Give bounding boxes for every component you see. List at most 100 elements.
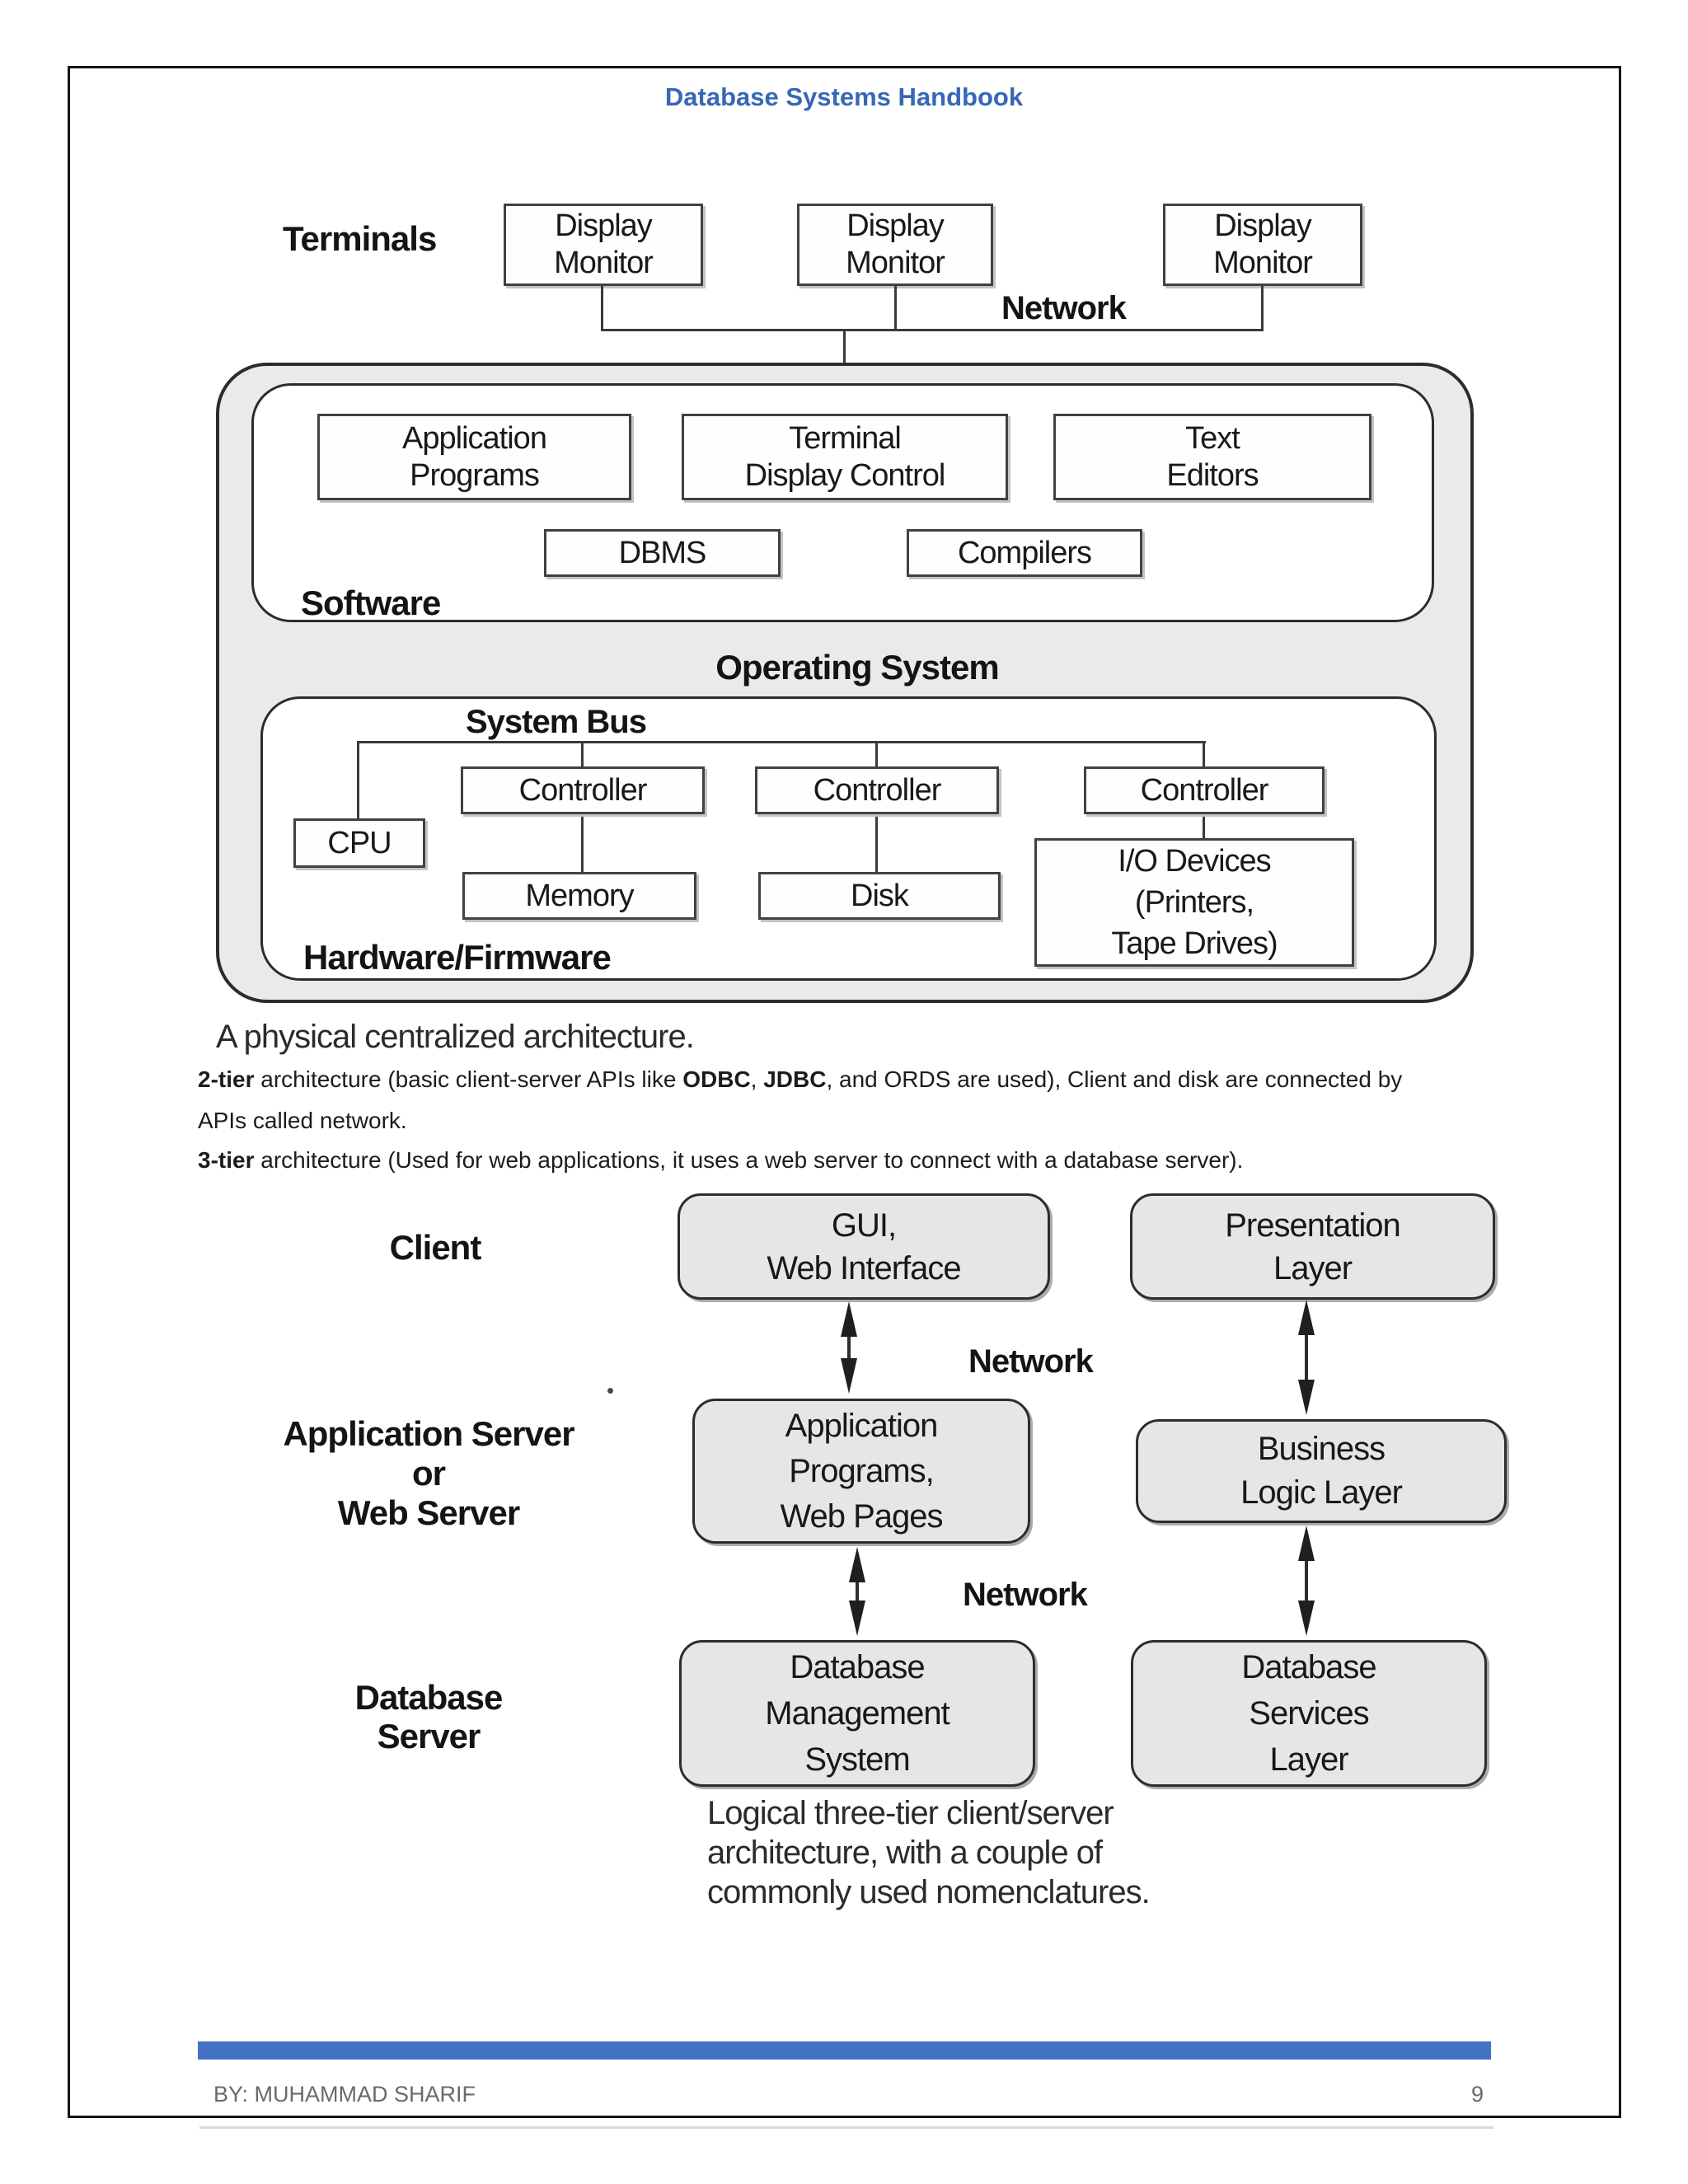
display-monitor-box: Display Monitor	[504, 204, 703, 286]
diagram2-caption-line: Logical three-tier client/server	[707, 1795, 1114, 1831]
gui-web-interface-box: GUI, Web Interface	[678, 1193, 1050, 1300]
software-label: Software	[301, 583, 441, 622]
application-programs-label: Application	[402, 420, 547, 456]
network-double-arrow	[841, 1301, 857, 1394]
disk-label: Disk	[851, 878, 909, 913]
application-programs-label: Programs	[410, 457, 540, 493]
application-programs-web-pages-label: Web Pages	[780, 1497, 943, 1535]
paragraph-text: architecture (Used for web applications,…	[254, 1147, 1244, 1173]
text-editors-label: Text	[1185, 420, 1240, 456]
system-bus-label: System Bus	[466, 704, 647, 740]
bold-term: ODBC	[682, 1066, 751, 1092]
stray-mark	[607, 1388, 613, 1394]
gui-web-interface-label: Web Interface	[767, 1249, 961, 1286]
controller-box: Controller	[461, 766, 705, 814]
bold-term: 2-tier	[198, 1066, 255, 1092]
controller-label: Controller	[813, 772, 942, 808]
database-management-system-box: Database Management System	[679, 1640, 1035, 1787]
diagram2-caption-line: commonly used nomenclatures.	[707, 1874, 1151, 1910]
diagram2-caption: Logical three-tier client/server archite…	[707, 1793, 1151, 1912]
page-border	[68, 66, 1621, 2118]
display-monitor-label: Display	[555, 209, 653, 243]
display-monitor-label: Monitor	[1213, 246, 1313, 280]
controller-label: Controller	[518, 772, 648, 808]
io-devices-label: I/O Devices	[1118, 844, 1271, 879]
network-bus-line	[601, 329, 1264, 331]
application-programs-box: Application Programs	[317, 414, 631, 500]
terminal-display-control-label: Display Control	[744, 457, 946, 493]
connector-line	[581, 814, 584, 872]
hardware-firmware-label: Hardware/Firmware	[303, 938, 612, 977]
terminals-label: Terminals	[283, 219, 437, 258]
presentation-layer-label: Presentation	[1225, 1207, 1401, 1244]
connector-line	[875, 814, 878, 872]
business-logic-layer-label: Business	[1257, 1431, 1386, 1467]
network-double-arrow	[1298, 1526, 1315, 1636]
controller-label: Controller	[1140, 772, 1269, 808]
application-server-label-line: or	[412, 1454, 446, 1493]
network-label: Network	[1001, 290, 1127, 326]
bold-term: JDBC	[763, 1066, 827, 1092]
application-programs-web-pages-label: Programs,	[789, 1452, 934, 1489]
database-server-label-line: Database	[354, 1678, 504, 1717]
paragraph-text: architecture (basic client-server APIs l…	[254, 1066, 683, 1092]
database-management-system-label: Management	[765, 1695, 950, 1732]
dbms-label: DBMS	[618, 535, 707, 570]
bold-term: 3-tier	[198, 1147, 255, 1173]
database-server-label: Database Server	[305, 1678, 552, 1755]
io-devices-label: Tape Drives)	[1111, 926, 1278, 961]
database-services-layer-box: Database Services Layer	[1131, 1640, 1487, 1787]
tier-paragraph-line3: 3-tier architecture (Used for web applic…	[198, 1147, 1243, 1174]
connector-line	[601, 286, 603, 329]
system-bus-line	[357, 741, 1206, 743]
memory-label: Memory	[525, 878, 634, 913]
application-server-label-line: Web Server	[337, 1493, 520, 1532]
operating-system-label: Operating System	[715, 648, 999, 687]
compilers-box: Compilers	[907, 529, 1142, 577]
connector-line	[894, 286, 897, 329]
controller-box: Controller	[1084, 766, 1325, 814]
connector-line	[875, 741, 878, 766]
database-management-system-label: System	[804, 1741, 910, 1778]
database-server-label-line: Server	[377, 1717, 481, 1755]
terminal-display-control-box: Terminal Display Control	[682, 414, 1008, 500]
business-logic-layer-box: Business Logic Layer	[1136, 1419, 1507, 1523]
footer-accent-bar	[198, 2041, 1491, 2060]
display-monitor-label: Display	[846, 209, 945, 243]
database-services-layer-label: Layer	[1269, 1741, 1348, 1778]
cpu-box: CPU	[293, 818, 425, 868]
tier-paragraph-line1: 2-tier architecture (basic client-server…	[198, 1066, 1402, 1093]
network-label: Network	[963, 1577, 1088, 1613]
presentation-layer-box: Presentation Layer	[1130, 1193, 1495, 1300]
network-double-arrow	[1298, 1300, 1315, 1415]
presentation-layer-label: Layer	[1273, 1249, 1353, 1286]
footer-author: BY: MUHAMMAD SHARIF	[213, 2082, 476, 2107]
memory-box: Memory	[462, 872, 696, 920]
paragraph-text: ,	[750, 1066, 764, 1092]
display-monitor-label: Display	[1214, 209, 1312, 243]
application-programs-web-pages-label: Application	[785, 1407, 939, 1444]
connector-line	[1203, 814, 1205, 838]
footer-hairline	[199, 2126, 1493, 2129]
display-monitor-label: Monitor	[846, 246, 945, 280]
io-devices-box: I/O Devices (Printers, Tape Drives)	[1034, 838, 1354, 967]
client-label: Client	[389, 1228, 482, 1267]
connector-line	[1203, 741, 1205, 766]
gui-web-interface-label: GUI,	[831, 1207, 897, 1244]
network-double-arrow	[849, 1547, 865, 1636]
text-editors-label: Editors	[1166, 457, 1259, 493]
connector-line	[1261, 286, 1264, 329]
page-title: Database Systems Handbook	[664, 82, 1024, 111]
database-services-layer-label: Services	[1249, 1695, 1369, 1732]
diagram1-caption: A physical centralized architecture.	[216, 1019, 695, 1055]
terminal-display-control-label: Terminal	[789, 420, 902, 456]
controller-box: Controller	[755, 766, 999, 814]
network-label: Network	[968, 1343, 1094, 1380]
display-monitor-box: Display Monitor	[1163, 204, 1362, 286]
database-management-system-label: Database	[790, 1649, 925, 1685]
compilers-label: Compilers	[957, 535, 1092, 570]
disk-box: Disk	[758, 872, 1001, 920]
database-services-layer-label: Database	[1241, 1649, 1376, 1685]
diagram2-caption-line: architecture, with a couple of	[707, 1835, 1103, 1871]
